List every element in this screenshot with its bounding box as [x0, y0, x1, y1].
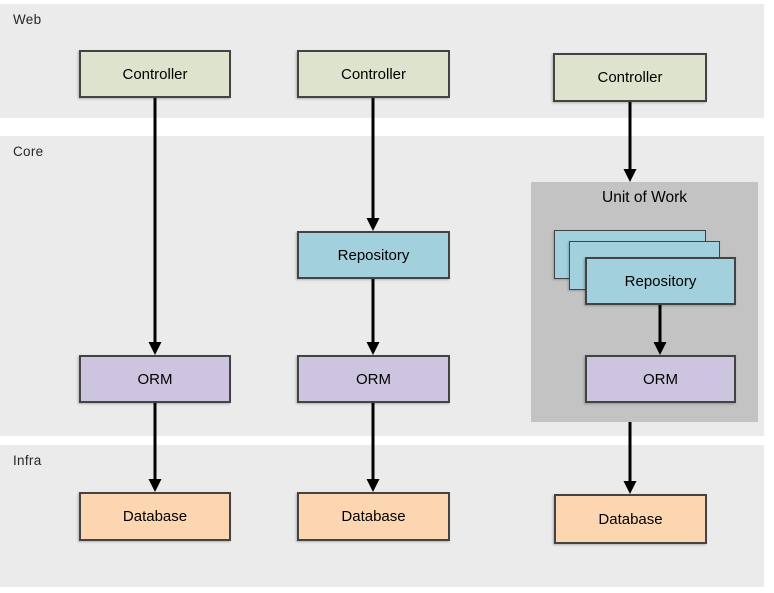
node-controller-1: Controller: [79, 50, 231, 98]
layer-label-infra: Infra: [13, 453, 42, 468]
node-database-1: Database: [79, 492, 231, 541]
node-database-3: Database: [554, 494, 707, 544]
node-orm-2: ORM: [297, 355, 450, 403]
layer-label-web: Web: [13, 12, 42, 27]
node-controller-3: Controller: [553, 53, 707, 102]
node-controller-2: Controller: [297, 50, 450, 98]
unit-of-work-title: Unit of Work: [602, 189, 687, 206]
node-repository-2: Repository: [297, 231, 450, 279]
node-repository-3: Repository: [585, 257, 736, 305]
node-orm-1: ORM: [79, 355, 231, 403]
node-orm-3: ORM: [585, 355, 736, 403]
node-database-2: Database: [297, 492, 450, 541]
layer-label-core: Core: [13, 144, 44, 159]
